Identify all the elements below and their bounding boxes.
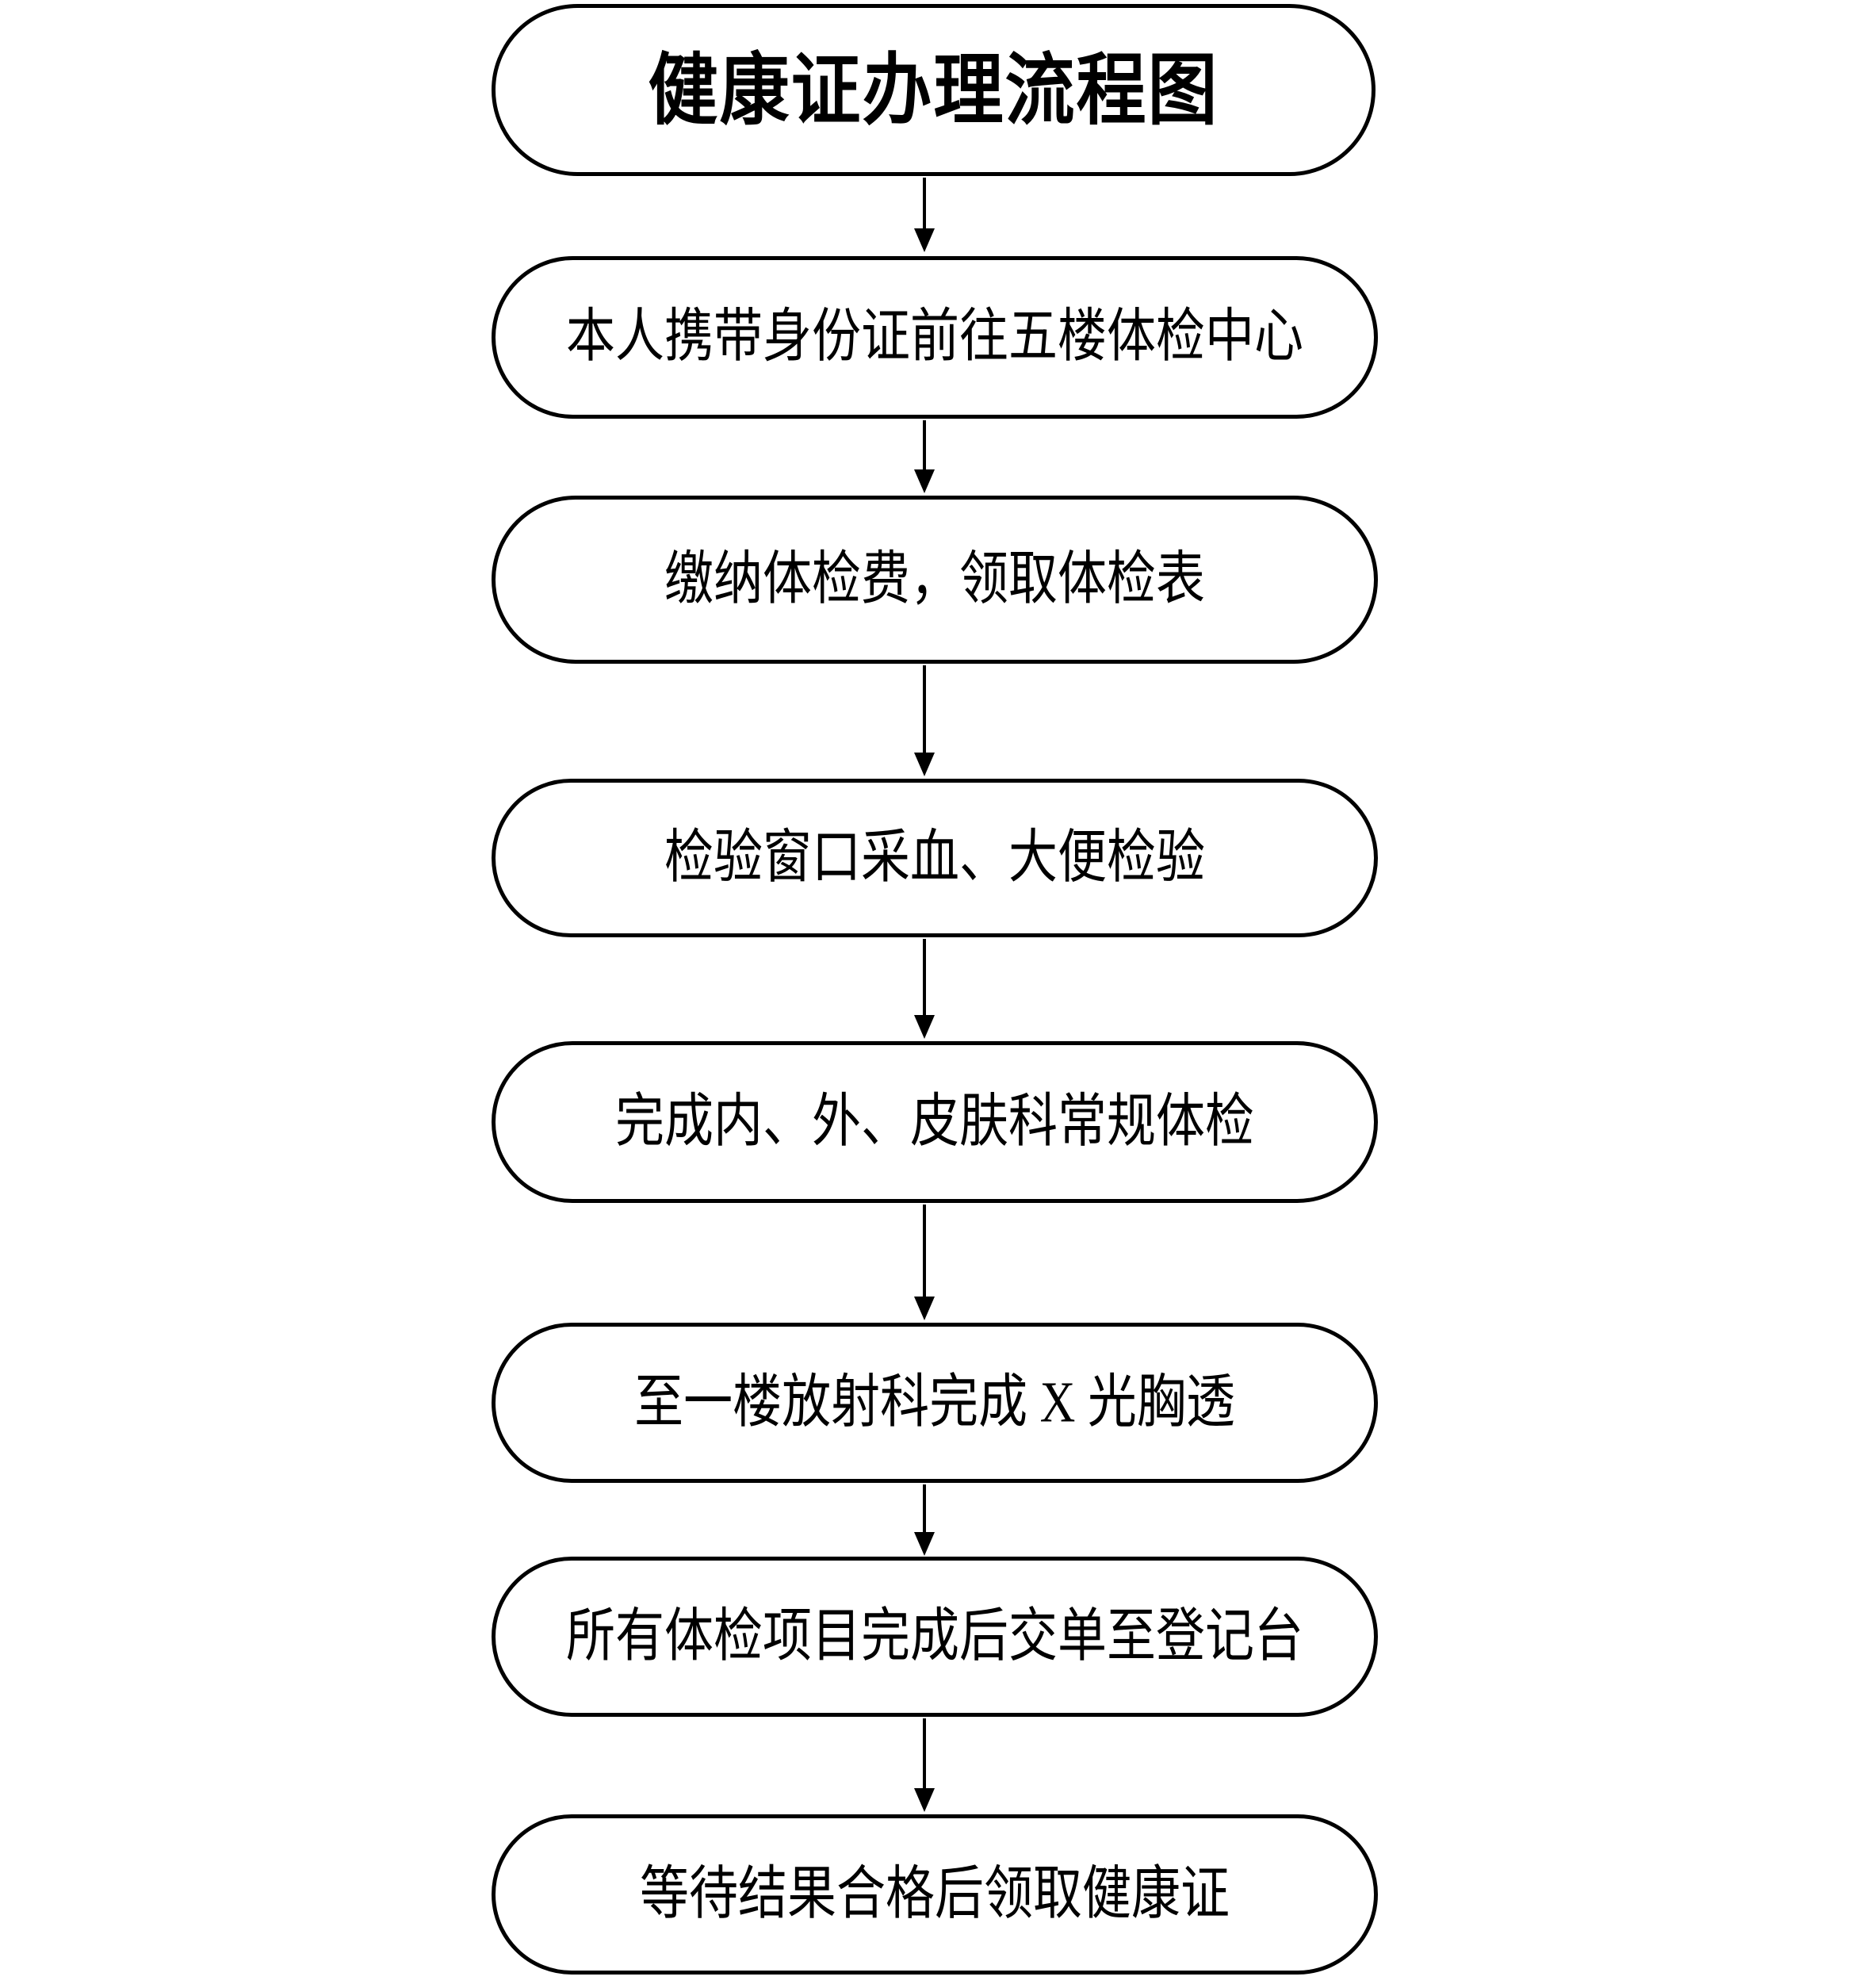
flowchart-node-step-1[interactable]: 本人携带身份证前往五楼体检中心 bbox=[492, 256, 1378, 419]
flowchart-node-label: 本人携带身份证前往五楼体检中心 bbox=[565, 305, 1303, 370]
flowchart-node-step-5[interactable]: 至一楼放射科完成 X 光胸透 bbox=[492, 1323, 1378, 1483]
flowchart-node-step-3[interactable]: 检验窗口采血、大便检验 bbox=[492, 779, 1378, 937]
flowchart-node-label: 检验窗口采血、大便检验 bbox=[664, 825, 1205, 891]
connector-arrow-title-to-step-1 bbox=[914, 178, 935, 254]
connector-arrow-step-5-to-step-6 bbox=[914, 1484, 935, 1557]
arrowhead-icon bbox=[914, 1015, 935, 1039]
flowchart-node-label: 缴纳体检费，领取体检表 bbox=[664, 547, 1205, 612]
connector-shaft bbox=[923, 1718, 926, 1790]
flowchart-node-label: 所有体检项目完成后交单至登记台 bbox=[565, 1604, 1303, 1669]
connector-shaft bbox=[923, 1205, 926, 1298]
flowchart-node-label: 等待结果合格后领取健康证 bbox=[639, 1862, 1230, 1927]
connector-arrow-step-6-to-step-7 bbox=[914, 1718, 935, 1814]
flowchart-node-step-4[interactable]: 完成内、外、皮肤科常规体检 bbox=[492, 1041, 1378, 1203]
arrowhead-icon bbox=[914, 1297, 935, 1320]
flowchart-title-node: 健康证办理流程图 bbox=[492, 4, 1376, 176]
connector-shaft bbox=[923, 420, 926, 471]
arrowhead-icon bbox=[914, 469, 935, 493]
connector-arrow-step-1-to-step-2 bbox=[914, 420, 935, 495]
connector-shaft bbox=[923, 939, 926, 1017]
flowchart-node-step-6[interactable]: 所有体检项目完成后交单至登记台 bbox=[492, 1557, 1378, 1717]
connector-shaft bbox=[923, 1484, 926, 1534]
arrowhead-icon bbox=[914, 1788, 935, 1812]
connector-shaft bbox=[923, 665, 926, 754]
connector-shaft bbox=[923, 178, 926, 230]
connector-arrow-step-2-to-step-3 bbox=[914, 665, 935, 778]
flowchart-node-step-7[interactable]: 等待结果合格后领取健康证 bbox=[492, 1814, 1378, 1975]
flowchart-node-label: 至一楼放射科完成 X 光胸透 bbox=[634, 1370, 1235, 1435]
connector-arrow-step-4-to-step-5 bbox=[914, 1205, 935, 1322]
arrowhead-icon bbox=[914, 753, 935, 776]
arrowhead-icon bbox=[914, 228, 935, 252]
flowchart-node-label: 完成内、外、皮肤科常规体检 bbox=[614, 1090, 1254, 1155]
page-title: 健康证办理流程图 bbox=[648, 44, 1219, 136]
flowchart-node-step-2[interactable]: 缴纳体检费，领取体检表 bbox=[492, 496, 1378, 664]
arrowhead-icon bbox=[914, 1532, 935, 1556]
connector-arrow-step-3-to-step-4 bbox=[914, 939, 935, 1040]
